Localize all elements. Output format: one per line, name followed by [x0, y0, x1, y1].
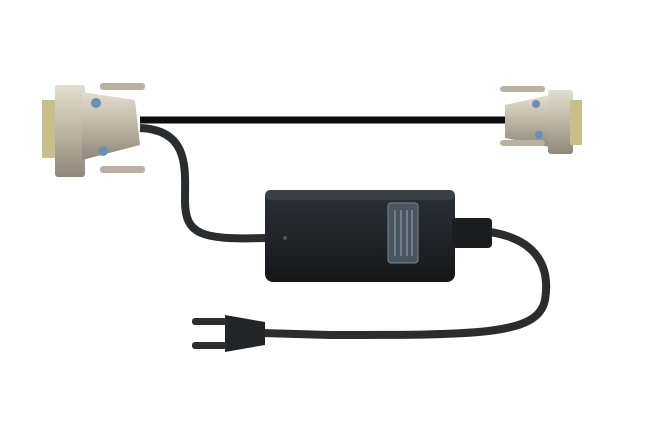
- right-db-connector: [500, 86, 582, 154]
- adapter-cable: [139, 124, 269, 243]
- power-plug: [192, 315, 265, 352]
- left-db-connector: [42, 83, 145, 177]
- power-adapter: [265, 190, 492, 282]
- adapter-label: [387, 202, 419, 264]
- power-cable: [261, 228, 551, 340]
